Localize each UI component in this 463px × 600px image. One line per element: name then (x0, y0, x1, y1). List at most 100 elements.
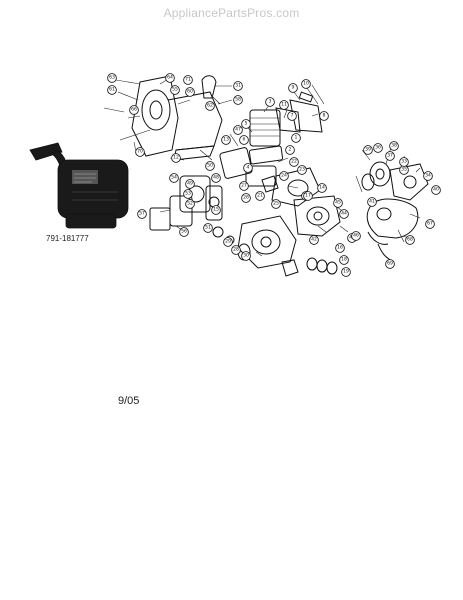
callout-circle (221, 135, 231, 145)
callout-circle (339, 255, 349, 265)
callout-circle (363, 145, 373, 155)
callout-label: 1 (295, 135, 298, 141)
callout-18: 18 (339, 255, 349, 265)
callout-56: 56 (179, 227, 189, 237)
callout-52: 52 (185, 199, 195, 209)
callout-label: 52 (187, 201, 193, 207)
callout-label: 57 (139, 211, 145, 217)
callout-label: 2 (289, 147, 292, 153)
callout-circle (203, 223, 213, 233)
callout-25: 25 (271, 199, 281, 209)
callout-circle (169, 173, 179, 183)
callout-71: 71 (183, 75, 193, 85)
callout-label: 9 (292, 85, 295, 91)
callout-37: 37 (385, 151, 395, 161)
callout-circle (255, 191, 265, 201)
callout-circle (385, 259, 395, 269)
callout-23: 23 (297, 165, 307, 175)
callout-label: 61 (109, 87, 115, 93)
callout-circle (288, 83, 298, 93)
callout-label: 55 (172, 87, 178, 93)
callout-circle (239, 135, 249, 145)
callout-circle (291, 133, 301, 143)
callout-69: 69 (385, 259, 395, 269)
callout-circle (231, 245, 241, 255)
callout-22: 22 (289, 157, 299, 167)
callout-36: 36 (373, 143, 383, 153)
callout-circle (317, 183, 327, 193)
cylinder-muffler (245, 84, 325, 187)
callout-60: 60 (185, 87, 195, 97)
callout-circle (297, 165, 307, 175)
callout-circle (351, 231, 361, 241)
callout-51: 51 (203, 223, 213, 233)
callout-label: 35 (401, 167, 407, 173)
callout-63: 63 (107, 73, 117, 83)
callout-41: 41 (367, 197, 377, 207)
callout-38: 38 (389, 141, 399, 151)
callout-label: 27 (241, 183, 247, 189)
callout-circle (107, 85, 117, 95)
callout-7: 7 (287, 111, 297, 121)
callout-circle (241, 193, 251, 203)
callout-53: 53 (183, 189, 193, 199)
callout-39: 39 (363, 145, 373, 155)
callout-circle (233, 81, 243, 91)
callout-circle (185, 87, 195, 97)
callout-label: 16 (337, 245, 343, 251)
callout-17: 17 (303, 191, 313, 201)
callout-label: 48 (213, 175, 219, 181)
callout-47: 47 (233, 125, 243, 135)
callout-label: 44 (341, 211, 347, 217)
callout-circle (243, 163, 253, 173)
callout-circle (289, 157, 299, 167)
callout-57: 57 (137, 209, 147, 219)
callout-label: 62 (207, 103, 213, 109)
callout-35: 35 (399, 165, 409, 175)
callout-label: 21 (257, 193, 263, 199)
callout-label: 13 (223, 137, 229, 143)
callout-circle (279, 171, 289, 181)
callout-21: 21 (255, 191, 265, 201)
callout-label: 24 (281, 173, 287, 179)
callout-label: 10 (303, 81, 309, 87)
callout-label: 60 (187, 89, 193, 95)
callout-circle (179, 227, 189, 237)
callout-68: 68 (405, 235, 415, 245)
callout-circle (171, 153, 181, 163)
callout-circle (241, 251, 251, 261)
callout-circle (335, 243, 345, 253)
callout-circle (233, 125, 243, 135)
callout-label: 50 (207, 163, 213, 169)
callout-50: 50 (205, 161, 215, 171)
callout-label: 7 (291, 113, 294, 119)
callout-label: 36 (375, 145, 381, 151)
callout-circle (137, 209, 147, 219)
callout-circle (425, 219, 435, 229)
callout-49: 49 (185, 179, 195, 189)
callout-10: 10 (301, 79, 311, 89)
callout-label: 49 (187, 181, 193, 187)
callout-13: 13 (221, 135, 231, 145)
revision-date: 9/05 (118, 395, 140, 407)
callout-label: 28 (233, 247, 239, 253)
callout-circle (107, 73, 117, 83)
callout-circle (165, 73, 175, 83)
callout-circle (211, 173, 221, 183)
callout-circle (341, 267, 351, 277)
callout-58: 58 (233, 95, 243, 105)
callout-label: 38 (391, 143, 397, 149)
callout-2: 2 (285, 145, 295, 155)
callout-circle (279, 100, 289, 110)
callout-44: 44 (339, 209, 349, 219)
callout-48: 48 (211, 173, 221, 183)
callout-label: 31 (235, 83, 241, 89)
callout-circle (373, 143, 383, 153)
callout-label: 51 (205, 225, 211, 231)
callout-circle (185, 199, 195, 209)
callout-label: 63 (109, 75, 115, 81)
callout-label: 46 (353, 233, 359, 239)
callout-42: 42 (309, 235, 319, 245)
callout-label: 3 (269, 99, 272, 105)
